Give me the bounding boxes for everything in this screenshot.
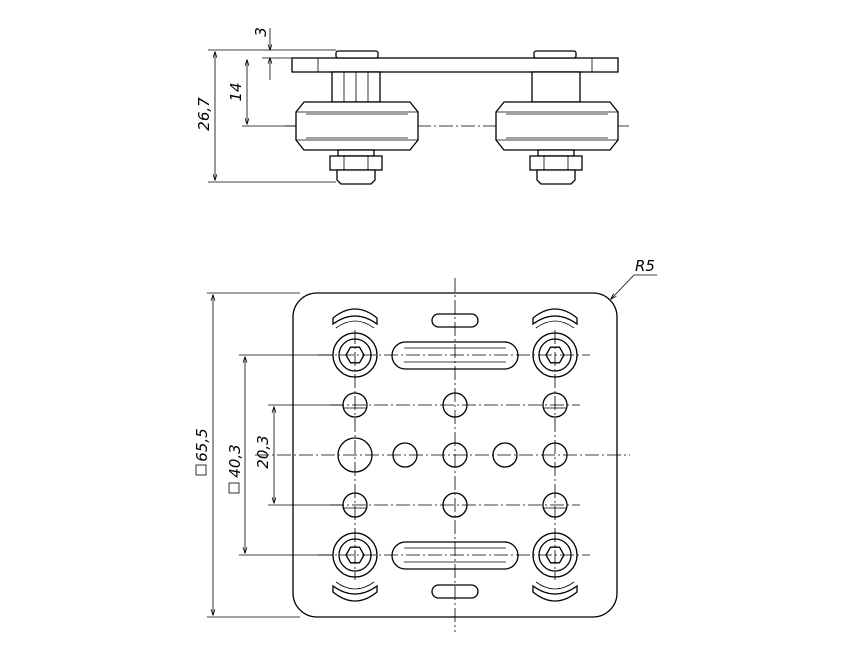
hole-center [442, 442, 468, 468]
nut-right [529, 155, 583, 171]
long-slot-bottom [391, 541, 519, 570]
nut-left [329, 155, 383, 171]
dim-20-3-label: 20,3 [254, 435, 272, 468]
wheel-right [495, 101, 619, 151]
hole-mid-left [392, 442, 418, 468]
top-view: R5 65,5 40,3 20,3 [193, 257, 657, 632]
dim-14-label: 14 [227, 82, 245, 101]
corner-slot-top-right [532, 308, 578, 329]
square-symbol-outer [195, 464, 207, 476]
radius-label: R5 [635, 257, 655, 275]
hole-center-lower [442, 492, 468, 518]
corner-slot-top-left [332, 308, 378, 329]
socket-screw-top-right [532, 332, 578, 378]
square-symbol-bolt [228, 482, 240, 494]
side-plate [291, 57, 619, 73]
slot-top-center [431, 313, 479, 328]
hole-right [542, 442, 568, 468]
dim-3-label: 3 [252, 27, 270, 37]
side-view: 3 14 26,7 [195, 27, 630, 185]
spacer-right [531, 71, 581, 103]
screw-head-right [533, 50, 577, 59]
slot-bottom-center [431, 584, 479, 599]
long-slot-top [391, 341, 519, 370]
hole-large-left [337, 437, 373, 473]
hole-center-upper [442, 392, 468, 418]
corner-slot-bottom-right [532, 581, 578, 602]
dim-26-7-label: 26,7 [195, 97, 213, 131]
dim-65-5-label: 65,5 [193, 428, 211, 461]
hole-505-right [542, 492, 568, 518]
hole-mid-right [492, 442, 518, 468]
screw-head-left [335, 50, 379, 59]
wheel-left [295, 101, 419, 151]
dim-40-3-label: 40,3 [226, 444, 244, 477]
right-wheel-assembly [495, 71, 619, 185]
corner-slot-bottom-left [332, 581, 378, 602]
socket-screw-bottom-right [532, 532, 578, 578]
hole-405-right [542, 392, 568, 418]
left-wheel-assembly [295, 71, 419, 185]
